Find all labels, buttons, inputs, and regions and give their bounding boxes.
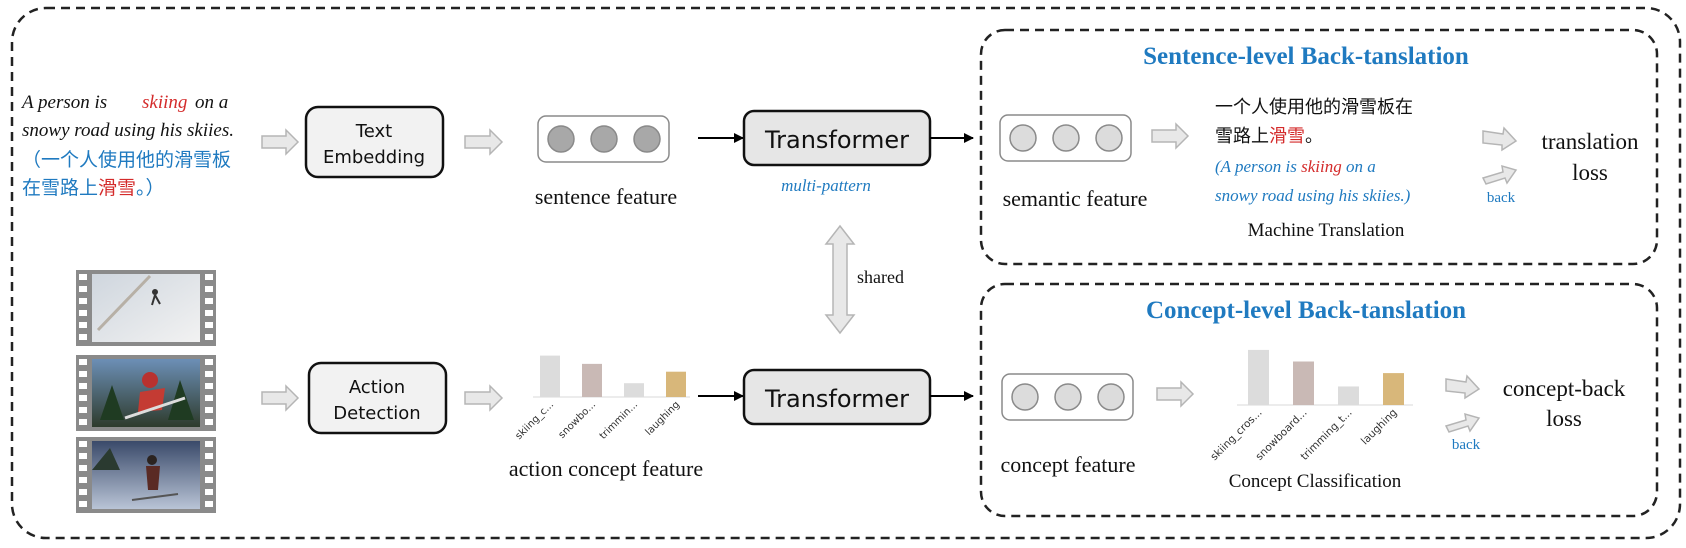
input-zh-line2: 在雪路上滑雪。） [22, 177, 165, 199]
svg-text:A person is: A person is [20, 92, 107, 113]
video-frame-1 [76, 270, 216, 346]
svg-text:一个人使用他的滑雪板在: 一个人使用他的滑雪板在 [1215, 97, 1413, 118]
video-frame-3 [76, 437, 216, 513]
video-frames [76, 270, 216, 513]
bar-3 [666, 371, 686, 397]
translation-en-line1: (A person is skiing on a [1215, 157, 1376, 176]
bar-label-3: laughing [1359, 407, 1400, 448]
bar-2 [624, 383, 644, 397]
bar-label-1: snowbo... [557, 399, 598, 440]
arrow-to-machine-translation [1151, 122, 1190, 150]
bar-2 [1338, 386, 1359, 405]
concept-panel-title: Concept-level Back-tanslation [1146, 297, 1466, 324]
translation-loss-line2: loss [1572, 160, 1608, 185]
transformer-bottom-box: Transformer [742, 368, 932, 426]
arrow-to-text-embedding [261, 128, 300, 156]
bar-1 [582, 363, 602, 397]
bar-label-2: trimmin... [598, 399, 640, 441]
concept-back-loss-line1: concept-back [1503, 376, 1626, 401]
semantic-feature-vector [999, 114, 1132, 162]
arrow-to-sentence-feature [464, 128, 504, 156]
input-en-part1: A person is [20, 92, 107, 113]
translation-en-line2: snowy road using his skiies.) [1215, 186, 1411, 205]
text-embedding-line1: Text [355, 121, 392, 142]
bar-1 [1293, 361, 1314, 405]
text-embedding-line2: Embedding [323, 147, 425, 168]
concept-back-loss-line2: loss [1546, 406, 1582, 431]
shared-double-arrow [824, 224, 856, 335]
translation-zh-line2: 雪路上滑雪。 [1215, 126, 1323, 147]
arrow-concept-loss [1445, 374, 1481, 400]
action-detection-line1: Action [349, 377, 405, 398]
svg-text:Transformer: Transformer [764, 385, 909, 413]
input-en-part2: on a [195, 92, 228, 113]
sentence-feature-vector [537, 115, 670, 163]
machine-translation-text: 一个人使用他的滑雪板在 雪路上滑雪。 (A person is skiing o… [1215, 97, 1413, 205]
film-sprockets [79, 274, 213, 507]
action-detection-box: Action Detection [307, 361, 448, 435]
concept-classification-label: Concept Classification [1229, 471, 1402, 492]
arrow-to-concept-classification [1156, 380, 1195, 408]
arrow-concept-back [1444, 412, 1481, 433]
bar-label-0: skiing_c... [513, 399, 556, 442]
text-embedding-box: Text Embedding [304, 105, 445, 179]
action-concept-chart: skiing_c...snowbo...trimmin...laughing [513, 355, 690, 442]
gray-arrows [261, 122, 1518, 433]
video-frame-2 [76, 355, 216, 431]
multi-pattern-label: multi-pattern [781, 176, 871, 195]
input-zh-caption: （一个人使用他的滑雪板 在雪路上滑雪。） [22, 149, 231, 199]
concept-feature-vector [1001, 373, 1134, 421]
transformer-top-box: Transformer [742, 109, 932, 167]
outer-frame [10, 6, 1682, 540]
bar-3 [1383, 373, 1404, 405]
input-en-highlight: skiing [142, 92, 187, 113]
input-zh-line1: （一个人使用他的滑雪板 [22, 149, 231, 171]
concept-back-label: back [1452, 437, 1481, 453]
bar-0 [540, 355, 560, 397]
bar-label-3: laughing [644, 399, 682, 437]
sentence-back-label: back [1487, 190, 1516, 206]
sentence-level-panel [979, 28, 1659, 266]
action-detection-line2: Detection [333, 403, 420, 424]
concept-feature-label: concept feature [1001, 452, 1136, 477]
arrow-to-action-detection [261, 384, 300, 412]
machine-translation-label: Machine Translation [1248, 220, 1405, 241]
input-en-line2: snowy road using his skiies. [22, 120, 234, 141]
action-concept-feature-label: action concept feature [509, 456, 703, 481]
input-caption: A person is skiing on a snowy road using… [20, 92, 234, 141]
shared-label: shared [857, 267, 904, 287]
bar-0 [1248, 349, 1269, 405]
arrow-translation-loss [1482, 126, 1518, 152]
concept-classification-chart: skiing_cros...snowboard...trimming_t...l… [1208, 349, 1413, 463]
translation-loss-line1: translation [1541, 129, 1639, 154]
arrow-to-action-concept [464, 384, 504, 412]
sentence-feature-label: sentence feature [535, 184, 677, 209]
sentence-panel-title: Sentence-level Back-tanslation [1143, 43, 1469, 70]
semantic-feature-label: semantic feature [1003, 186, 1148, 211]
concept-level-panel [979, 282, 1659, 518]
svg-text:Transformer: Transformer [764, 126, 909, 154]
arrow-translation-back [1481, 164, 1518, 185]
